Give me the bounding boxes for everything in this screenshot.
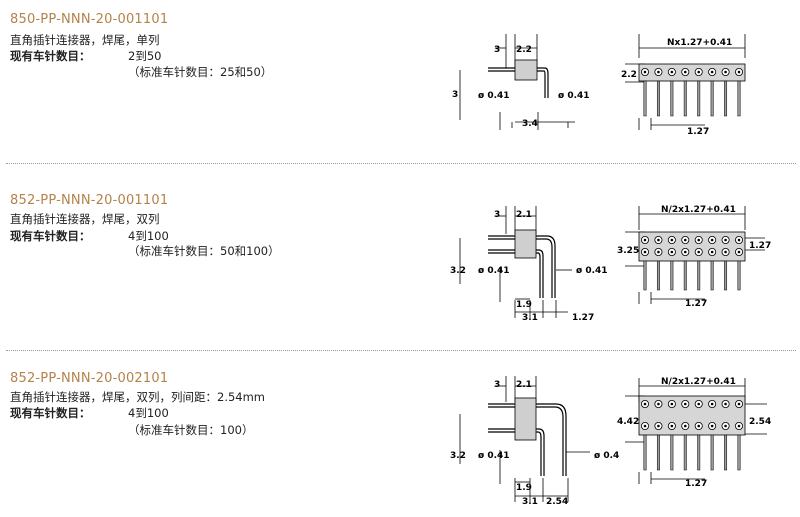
pin-count-row: 现有车针数目： 4到100 [10, 228, 260, 244]
dim-row-pitch: 1.27 [749, 241, 771, 251]
part-number: 850-PP-NNN-20-001101 [10, 12, 169, 27]
product-section-852-double-row: 852-PP-NNN-20-001101 直角插针连接器，焊尾，双列 现有车针数… [0, 172, 800, 344]
dim-top-a: 3 [494, 380, 500, 390]
pin-count-label: 现有车针数目： [10, 229, 91, 243]
part-number: 852-PP-NNN-20-002101 [10, 371, 169, 386]
dim-left: 3.2 [450, 451, 466, 461]
section-divider [6, 163, 796, 164]
product-description: 直角插针连接器，焊尾，双列 [10, 212, 160, 226]
dim-bottom-c: 2.54 [546, 497, 568, 507]
part-number: 852-PP-NNN-20-001101 [10, 193, 169, 208]
dim-top-b: 2.1 [516, 210, 532, 220]
product-description: 直角插针连接器，焊尾，单列 [10, 33, 160, 47]
dim-bottom-a: 1.9 [516, 483, 532, 493]
front-view-drawing: N/2x1.27+0.41 4.42 2.54 1.27 [617, 377, 771, 489]
dim-bottom-a: 1.9 [516, 300, 532, 310]
dim-dia-right: ø 0.41 [594, 451, 620, 461]
dim-top-b: 2.2 [516, 45, 532, 55]
dim-left: 3 [452, 90, 458, 100]
product-section-850-single-row: 850-PP-NNN-20-001101 直角插针连接器，焊尾，单列 现有车针数… [0, 0, 800, 172]
dim-width: Nx1.27+0.41 [667, 38, 732, 48]
dim-bottom-b: 3.1 [522, 313, 538, 323]
pin-count-label: 现有车针数目： [10, 406, 91, 420]
front-view-drawing: N/2x1.27+0.41 3.25 1.27 1.27 [617, 205, 771, 309]
dim-width: N/2x1.27+0.41 [661, 377, 736, 387]
dim-height: 4.42 [617, 417, 639, 427]
standard-pin-note: （标准车针数目：50和100） [128, 244, 280, 258]
dim-top-b: 2.1 [516, 380, 532, 390]
pin-count-value: 4到100 [128, 229, 169, 243]
section-divider [6, 350, 796, 351]
pin-count-value: 2到50 [128, 49, 162, 63]
side-view-drawing: 3 2.1 3.2 ø 0.41 ø 0.41 1.9 3.1 2.54 [450, 376, 620, 507]
product-description: 直角插针连接器，焊尾，双列，列间距：2.54mm [10, 390, 266, 404]
side-view-drawing: 3 2.2 3 ø 0.41 ø 0.41 3.4 [452, 34, 590, 130]
dim-width: N/2x1.27+0.41 [661, 205, 736, 215]
pin-count-label: 现有车针数目： [10, 49, 91, 63]
dim-pitch: 1.27 [687, 127, 709, 137]
pin-count-row: 现有车针数目： 2到50 [10, 48, 260, 64]
dim-dia-right: ø 0.41 [576, 266, 608, 276]
dim-dia-left: ø 0.41 [478, 91, 510, 101]
dim-top-a: 3 [494, 45, 500, 55]
dim-left: 3.2 [450, 266, 466, 276]
dim-pitch: 1.27 [685, 479, 707, 489]
dim-dia-right: ø 0.41 [558, 91, 590, 101]
standard-pin-note: （标准车针数目：25和50） [128, 65, 273, 79]
standard-pin-note: （标准车针数目：100） [128, 423, 254, 437]
dim-dia-left: ø 0.41 [478, 266, 510, 276]
dim-height: 2.2 [621, 70, 637, 80]
dim-row-pitch: 2.54 [749, 417, 771, 427]
dim-pitch: 1.27 [685, 299, 707, 309]
dim-bottom: 3.4 [522, 119, 538, 129]
dim-dia-left: ø 0.41 [478, 451, 510, 461]
dim-top-a: 3 [494, 210, 500, 220]
dim-bottom-b: 3.1 [522, 497, 538, 507]
pin-count-value: 4到100 [128, 406, 169, 420]
pin-count-row: 现有车针数目： 4到100 [10, 405, 260, 421]
dim-height: 3.25 [617, 246, 639, 256]
dim-bottom-c: 1.27 [572, 313, 594, 323]
front-view-drawing: Nx1.27+0.41 2.2 1.27 [621, 34, 746, 137]
side-view-drawing: 3 2.1 3.2 ø 0.41 ø 0.41 1.9 3.1 1.27 [450, 206, 608, 323]
product-section-852-double-row-254: 852-PP-NNN-20-002101 直角插针连接器，焊尾，双列，列间距：2… [0, 344, 800, 516]
